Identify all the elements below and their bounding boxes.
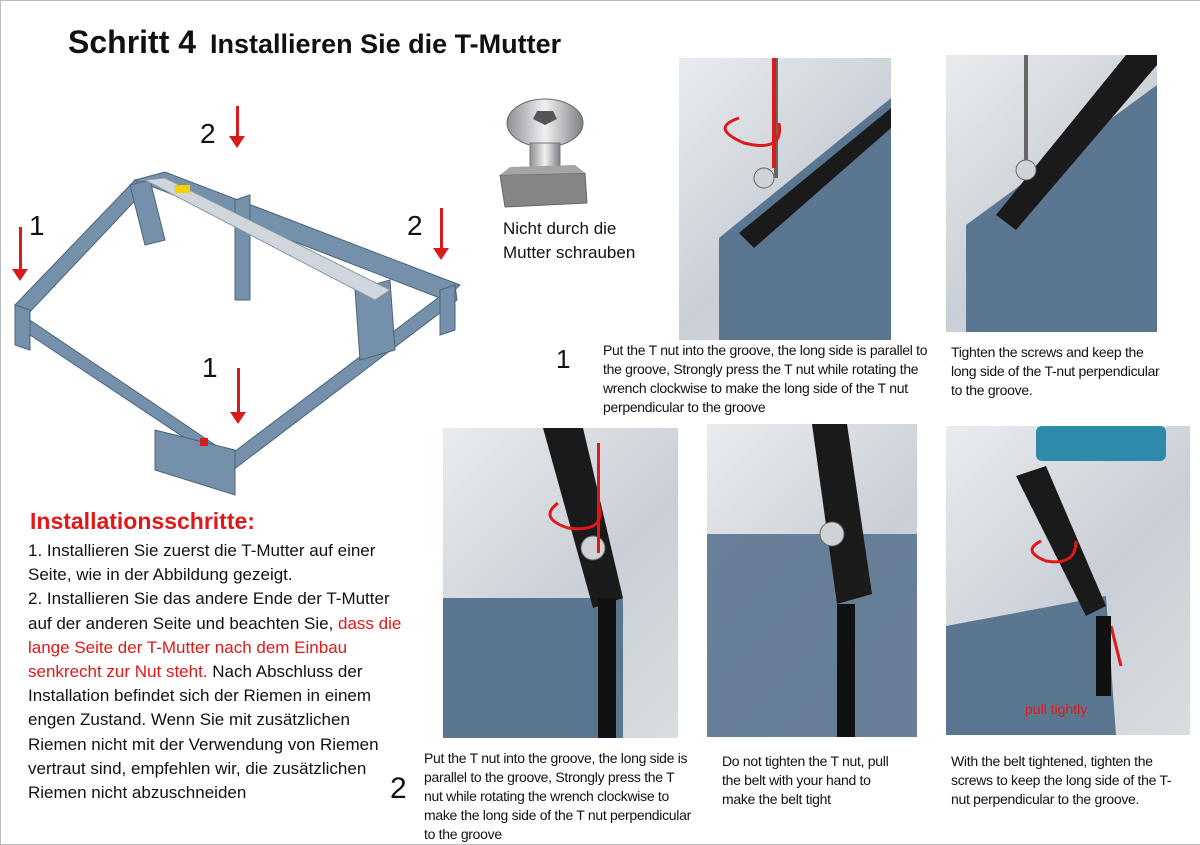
laser-engraver-illustration (14, 171, 461, 496)
row-2-caption-c: With the belt tightened, tighten the scr… (951, 753, 1172, 807)
arrow-down-icon (230, 368, 246, 424)
pull-tightly-label: pull tightly (1025, 701, 1088, 717)
t-nut-screw-image (499, 98, 588, 208)
row-1-caption-a: Put the T nut into the groove, the long … (603, 342, 928, 415)
photo-pull-belt (707, 424, 917, 737)
step-1-text: 1. Installieren Sie zuerst die T-Mutter … (28, 541, 376, 585)
t-nut-note-line2: Mutter schrauben (503, 243, 636, 262)
t-nut-note-line1: Nicht durch die (503, 219, 617, 238)
photo-tighten-with-belt: pull tightly (946, 426, 1190, 735)
row-2-caption-a: Put the T nut into the groove, the long … (424, 750, 691, 842)
installation-heading: Installationsschritte: (30, 508, 255, 534)
diagram-label-top: 2 (200, 118, 216, 149)
row-2-caption-b: Do not tighten the T nut, pull the belt … (722, 753, 889, 807)
row-2-number: 2 (390, 772, 407, 805)
step-2-part2: Nach Abschluss der Installation befindet… (28, 662, 379, 803)
step-number: Schritt 4 (68, 24, 197, 60)
row-1-caption-b: Tighten the screws and keep the long sid… (951, 344, 1160, 398)
photo-tighten-screws (946, 55, 1157, 332)
arrow-down-icon (12, 227, 28, 281)
photo-insert-t-nut (679, 58, 891, 340)
step-2-highlight: dass die lange Seite der T-Mutter nach d… (28, 613, 402, 682)
arrow-down-icon (433, 208, 449, 260)
step-2-text: 2. Installieren Sie das andere Ende der … (28, 587, 408, 805)
step-2-part1: 2. Installieren Sie das andere Ende der … (28, 589, 390, 633)
photo-insert-t-nut-other-side (443, 428, 678, 738)
diagram-label-bottom: 1 (202, 352, 218, 383)
diagram-label-left: 1 (29, 210, 45, 241)
diagram-label-right: 2 (407, 210, 423, 241)
page-title: Schritt 4 Installieren Sie die T-Mutter (68, 24, 561, 61)
installation-steps: 1. Installieren Sie zuerst die T-Mutter … (28, 539, 408, 805)
arrow-down-icon (229, 106, 245, 148)
step-title: Installieren Sie die T-Mutter (210, 29, 562, 59)
row-1-number: 1 (556, 344, 571, 374)
